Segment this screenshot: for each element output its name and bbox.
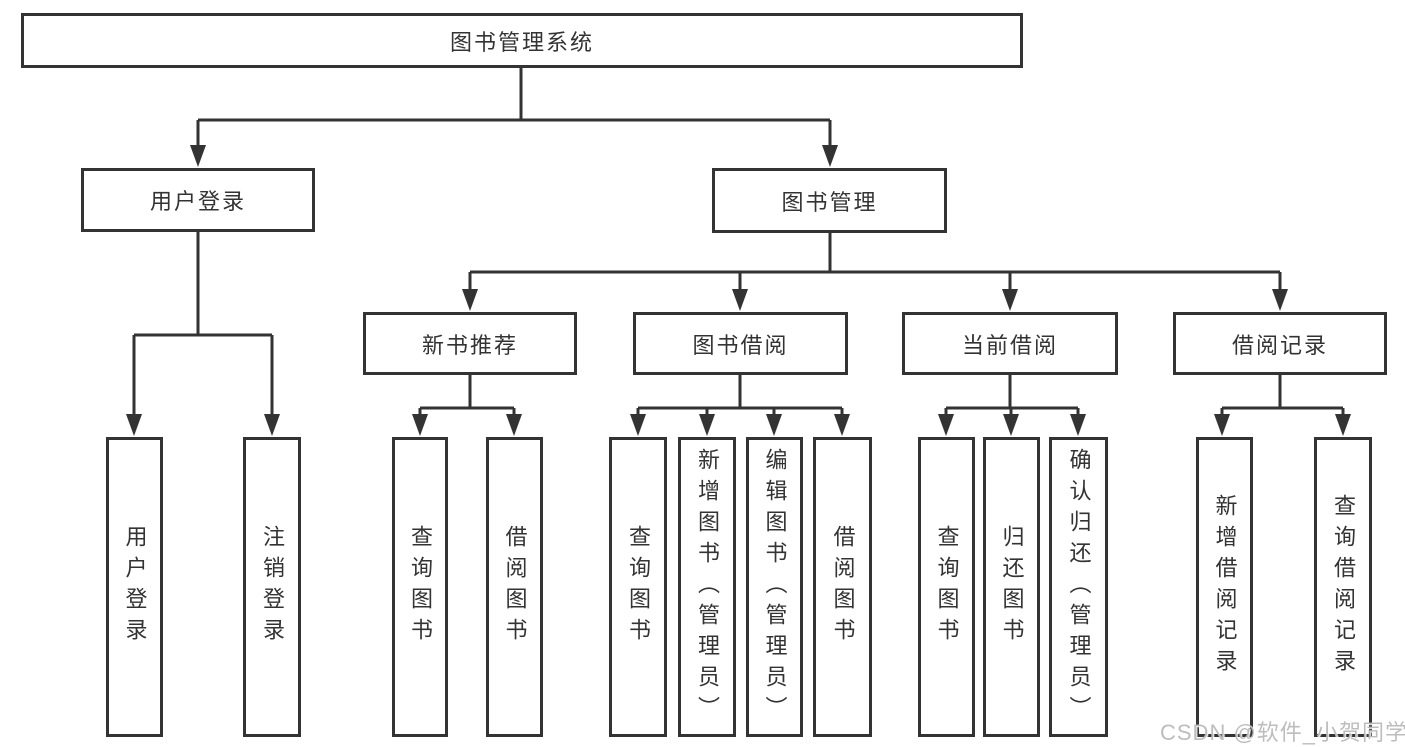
- leaf-edit-book-admin-label: 编辑图书（管理员）: [762, 447, 788, 727]
- leaf-current-query-books-label: 查询图书: [934, 525, 960, 649]
- leaf-logout-label: 注销登录: [260, 525, 285, 649]
- leaf-borrow-books-label: 借阅图书: [830, 525, 856, 649]
- leaf-user-login: 用户登录: [106, 437, 163, 737]
- leaf-current-query-books: 查询图书: [918, 437, 975, 737]
- node-borrow-records: 借阅记录: [1173, 312, 1387, 375]
- leaf-borrow-query-books: 查询图书: [609, 437, 667, 737]
- leaf-confirm-return-admin: 确认归还（管理员）: [1049, 437, 1108, 737]
- leaf-borrow-books: 借阅图书: [813, 437, 872, 737]
- node-user-login: 用户登录: [81, 168, 315, 232]
- leaf-add-borrow-record: 新增借阅记录: [1196, 437, 1253, 737]
- leaf-recommend-query-books-label: 查询图书: [408, 525, 433, 649]
- leaf-return-books-label: 归还图书: [999, 525, 1025, 649]
- node-current-borrow: 当前借阅: [902, 312, 1118, 375]
- node-book-borrow: 图书借阅: [633, 312, 848, 375]
- leaf-query-borrow-record: 查询借阅记录: [1314, 437, 1372, 737]
- leaf-logout: 注销登录: [243, 437, 301, 737]
- leaf-user-login-label: 用户登录: [122, 525, 148, 649]
- leaf-query-borrow-record-label: 查询借阅记录: [1331, 494, 1356, 680]
- leaf-recommend-borrow-books: 借阅图书: [486, 437, 543, 737]
- leaf-add-borrow-record-label: 新增借阅记录: [1212, 494, 1238, 680]
- node-root-system: 图书管理系统: [21, 13, 1023, 68]
- leaf-recommend-borrow-books-label: 借阅图书: [502, 525, 528, 649]
- node-book-management: 图书管理: [712, 168, 947, 233]
- leaf-return-books: 归还图书: [983, 437, 1040, 737]
- leaf-borrow-query-books-label: 查询图书: [626, 525, 651, 649]
- leaf-add-book-admin: 新增图书（管理员）: [678, 437, 736, 737]
- leaf-confirm-return-admin-label: 确认归还（管理员）: [1066, 447, 1092, 727]
- csdn-watermark: CSDN @软件_小贺同学: [1160, 720, 1405, 745]
- leaf-edit-book-admin: 编辑图书（管理员）: [746, 437, 803, 737]
- node-new-book-recommend: 新书推荐: [363, 312, 577, 375]
- leaf-recommend-query-books: 查询图书: [392, 437, 448, 737]
- leaf-add-book-admin-label: 新增图书（管理员）: [695, 447, 720, 727]
